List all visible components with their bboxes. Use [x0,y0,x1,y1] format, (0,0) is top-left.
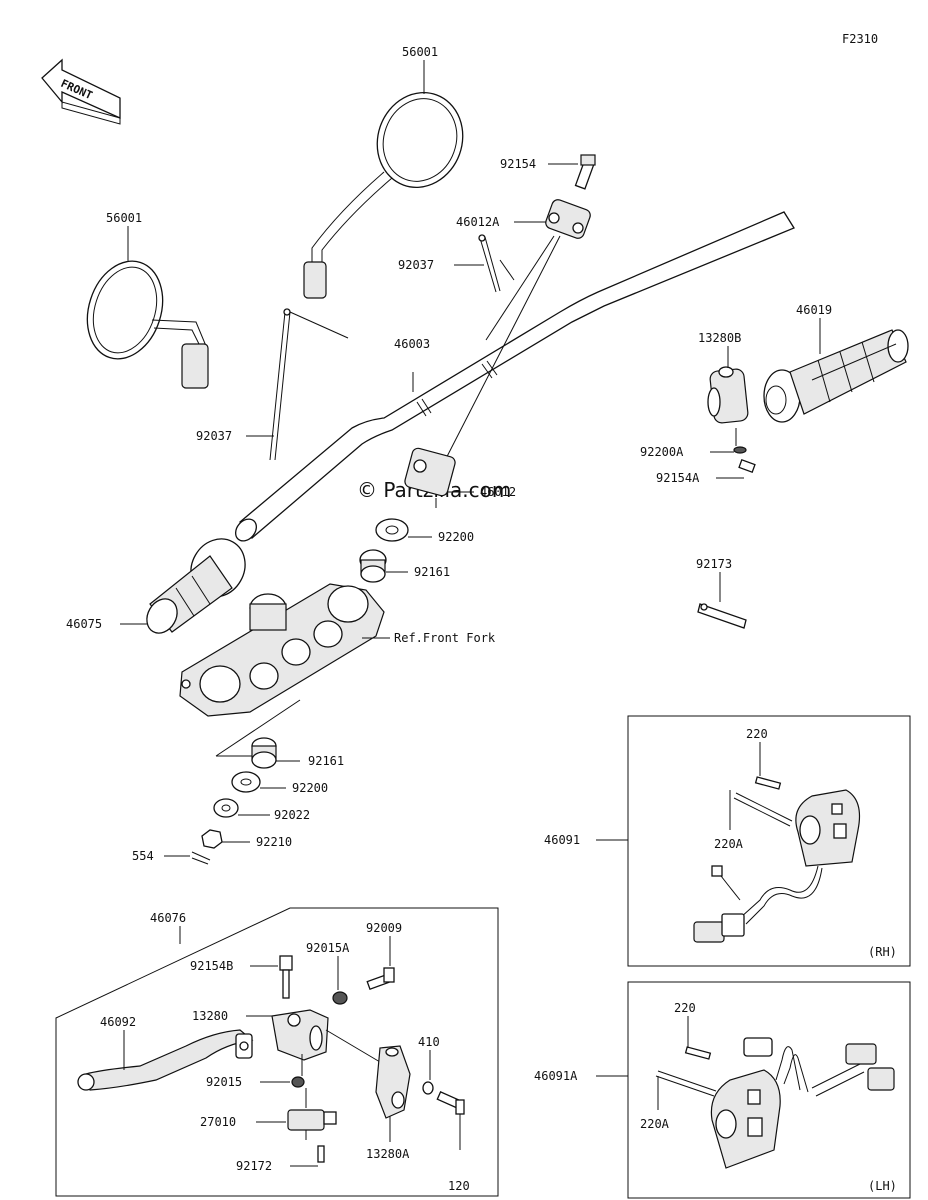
lh-switch-box [627,981,911,1199]
label-13280: 13280 [192,1009,228,1023]
bolt-120 [436,1091,465,1115]
label-92009: 92009 [366,921,402,935]
label-ref-front-fork: Ref.Front Fork [394,631,496,645]
washer-92200-lower [231,771,261,793]
label-92161-upper: 92161 [414,565,450,579]
label-410: 410 [418,1035,440,1049]
label-46003: 46003 [394,337,430,351]
label-220-lh: 220 [674,1001,696,1015]
washer-92015A [332,991,348,1005]
label-46076: 46076 [150,911,186,925]
label-27010: 27010 [200,1115,236,1129]
label-46092: 46092 [100,1015,136,1029]
rh-switch [693,789,861,943]
grip-right [763,329,909,423]
screw-92172 [317,1145,325,1163]
label-rh: (RH) [868,945,897,959]
bushing-92161-upper [359,549,387,583]
label-220-rh: 220 [746,727,768,741]
label-92154: 92154 [500,157,536,171]
switch-27010 [287,1109,337,1140]
bolt-92154B [279,955,293,999]
label-46012: 46012 [480,485,516,499]
lh-switch [710,1037,895,1169]
pin-92037-lower [269,308,349,461]
label-56001-upper: 56001 [402,45,438,59]
label-92154B: 92154B [190,959,233,973]
label-92200-lower: 92200 [292,781,328,795]
clamp-upper [545,154,596,239]
screw-92200A [733,446,747,454]
triple-clamp [179,583,385,717]
label-92173: 92173 [696,557,732,571]
clamp-13280B [707,366,749,424]
tool-92173 [697,603,747,629]
label-92154A: 92154A [656,471,700,485]
pin-554 [191,851,211,865]
screw-220A-lh [655,1070,717,1097]
label-46019: 46019 [796,303,832,317]
label-92161-lower: 92161 [308,754,344,768]
label-13280A: 13280A [366,1147,410,1161]
lever-assembly-box [55,907,499,1197]
label-92200A: 92200A [640,445,684,459]
washer-92200-upper [375,518,409,542]
screw-220A-rh [733,792,793,827]
washer-92022 [213,798,239,818]
label-92015A: 92015A [306,941,350,955]
front-arrow-icon: FRONT [41,58,121,125]
screw-220-rh [754,776,782,790]
label-lh: (LH) [868,1179,897,1193]
label-46091: 46091 [544,833,580,847]
label-554: 554 [132,849,154,863]
label-13280B: 13280B [698,331,741,345]
label-92210: 92210 [256,835,292,849]
label-220A-lh: 220A [640,1117,670,1131]
bushing-92161-lower [251,737,277,769]
label-92200-upper: 92200 [438,530,474,544]
lever-46092 [77,1029,254,1091]
rh-switch-box [627,715,911,967]
clamp-lower [404,447,456,508]
pin-92037-upper [478,234,501,293]
label-92015: 92015 [206,1075,242,1089]
label-92037-upper: 92037 [398,258,434,272]
label-220A-rh: 220A [714,837,744,851]
label-46075: 46075 [66,617,102,631]
washer-410 [422,1081,434,1095]
clamp-13280A [375,1045,411,1119]
label-92022: 92022 [274,808,310,822]
nut-92210 [201,829,223,849]
label-46091A: 46091A [534,1069,578,1083]
figure-code: F2310 [842,32,878,46]
label-46012A: 46012A [456,215,500,229]
label-120: 120 [448,1179,470,1193]
label-92037-lower: 92037 [196,429,232,443]
clutch-holder-13280 [271,1009,329,1061]
mirror-upper [303,92,464,299]
washer-92015 [291,1076,305,1088]
screw-92009 [366,967,395,991]
grip-left [146,538,246,634]
screw-92154A [738,459,756,473]
label-92172: 92172 [236,1159,272,1173]
mirror-left [86,260,209,389]
screw-220-lh [684,1046,712,1060]
label-56001-left: 56001 [106,211,142,225]
